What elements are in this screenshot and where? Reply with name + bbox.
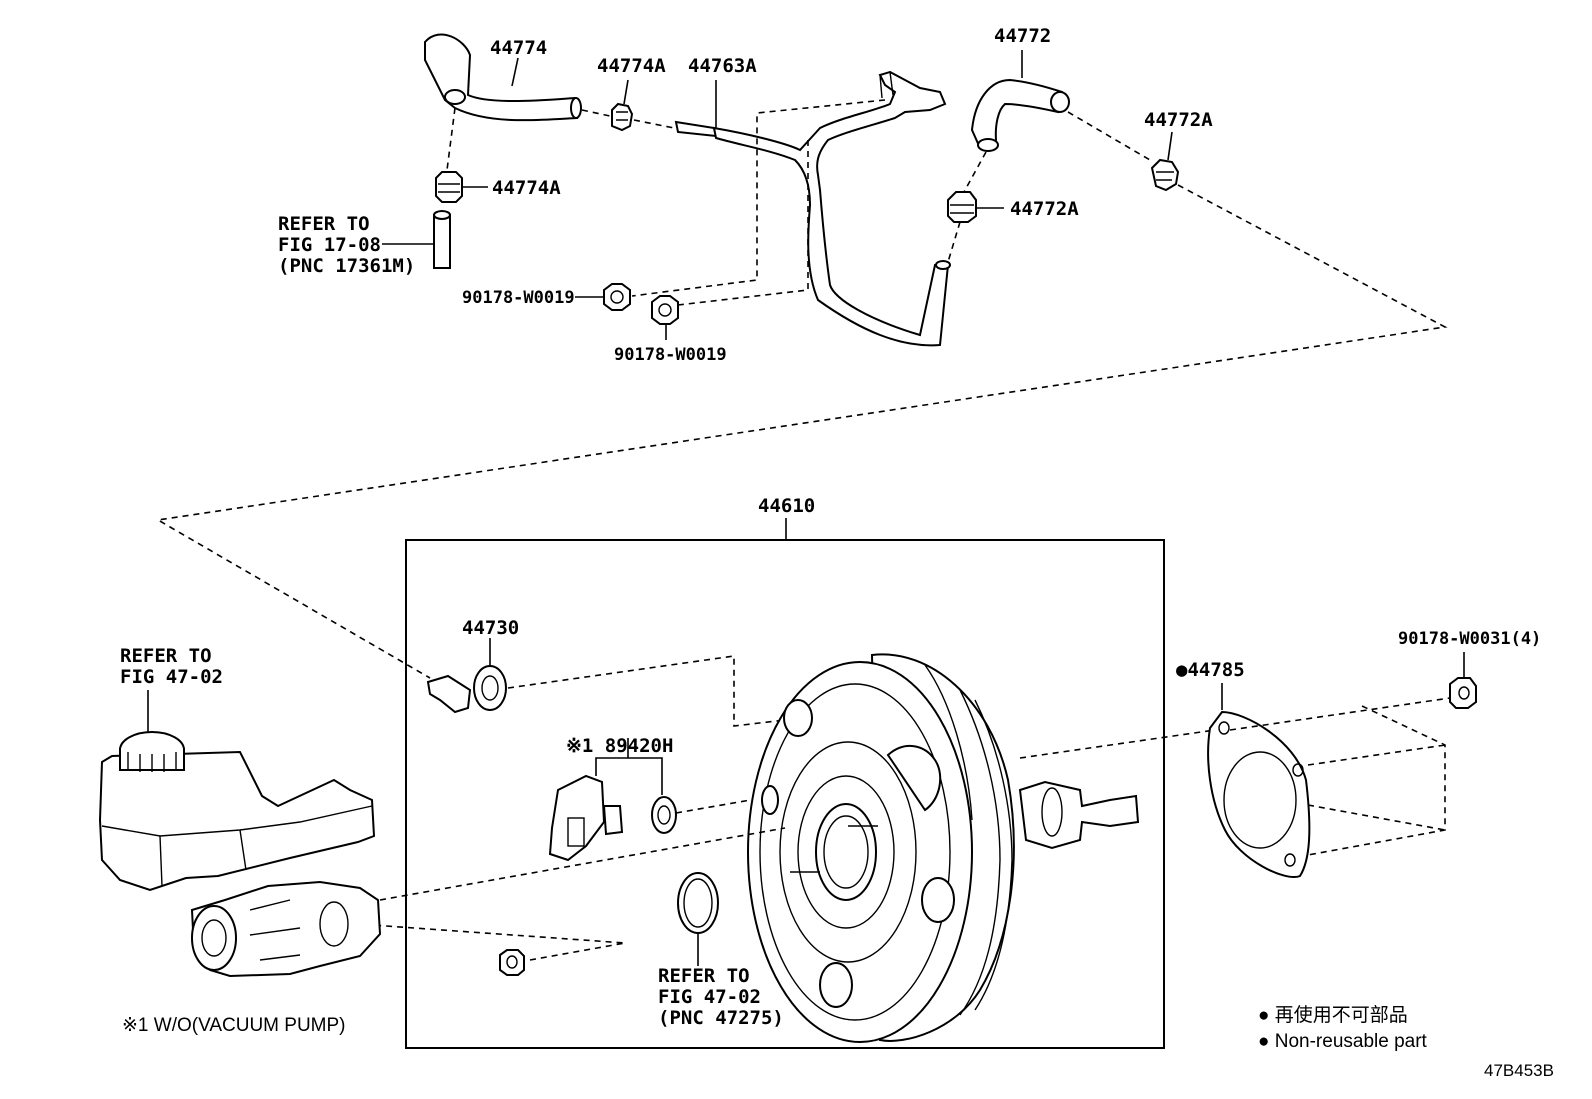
check-valve-44730[interactable] — [426, 665, 507, 714]
hose-clip-44774a-top[interactable] — [611, 102, 634, 132]
nut-90178-w0031[interactable] — [1449, 677, 1477, 709]
nut-90178-w0019-b[interactable] — [651, 295, 679, 325]
label-44774: 44774 — [490, 37, 547, 59]
refer-47-02b-line1: REFER TO — [658, 965, 750, 987]
refer-17-08-line1: REFER TO — [278, 213, 370, 235]
label-nut-90178-w0019-b: 90178-W0019 — [614, 345, 727, 365]
hose-44774[interactable] — [424, 33, 582, 122]
label-44763a: 44763A — [688, 55, 757, 77]
refer-47-02b-line2: FIG 47-02 — [658, 986, 761, 1008]
label-44610: 44610 — [758, 495, 815, 517]
label-44774a-clip: 44774A — [492, 177, 561, 199]
label-89420h: ※1 89420H — [566, 735, 673, 757]
legend-non-reusable: ● Non-reusable part — [1258, 1031, 1428, 1052]
label-44772a-right: 44772A — [1144, 109, 1213, 131]
refer-47-02b-line3: (PNC 47275) — [658, 1007, 784, 1029]
assembly-box-44610 — [405, 539, 1165, 1049]
label-44774a-top: 44774A — [597, 55, 666, 77]
push-rod[interactable] — [1018, 780, 1140, 850]
vacuum-sensor-89420h[interactable] — [548, 774, 677, 862]
pipe-44763a[interactable] — [674, 70, 951, 347]
label-44772a-clip: 44772A — [1010, 198, 1079, 220]
hose-clip-44772a-right[interactable] — [1150, 158, 1180, 192]
nut-90178-w0019-a[interactable] — [603, 283, 631, 311]
refer-17-08-line3: (PNC 17361M) — [278, 255, 415, 277]
refer-47-02-line2: FIG 47-02 — [120, 666, 223, 688]
master-cylinder-nut[interactable] — [499, 949, 525, 976]
hose-44772[interactable] — [970, 78, 1070, 152]
brake-booster[interactable] — [747, 653, 1015, 1043]
figure-code: 47B453B — [1484, 1061, 1554, 1080]
label-nut-90178-w0031: 90178-W0031(4) — [1398, 629, 1541, 649]
gasket-44785[interactable] — [1207, 710, 1311, 878]
label-44785: ●44785 — [1176, 659, 1245, 681]
refer-17-08-line2: FIG 17-08 — [278, 234, 381, 256]
hose-clip-44772a-lower[interactable] — [947, 191, 977, 223]
footnote-vacuum-pump: ※1 W/O(VACUUM PUMP) — [122, 1015, 346, 1036]
legend-japanese: ● 再使用不可部品 — [1258, 1004, 1408, 1026]
label-44730: 44730 — [462, 617, 519, 639]
label-nut-90178-w0019-a: 90178-W0019 — [462, 288, 575, 308]
master-cylinder-body[interactable] — [190, 880, 382, 978]
hose-clip-44774a-lower[interactable] — [435, 171, 463, 203]
master-cylinder-reservoir[interactable] — [98, 731, 376, 892]
refer-47-02-line1: REFER TO — [120, 645, 212, 667]
reference-pipe-17-08 — [433, 210, 451, 269]
label-44772: 44772 — [994, 25, 1051, 47]
